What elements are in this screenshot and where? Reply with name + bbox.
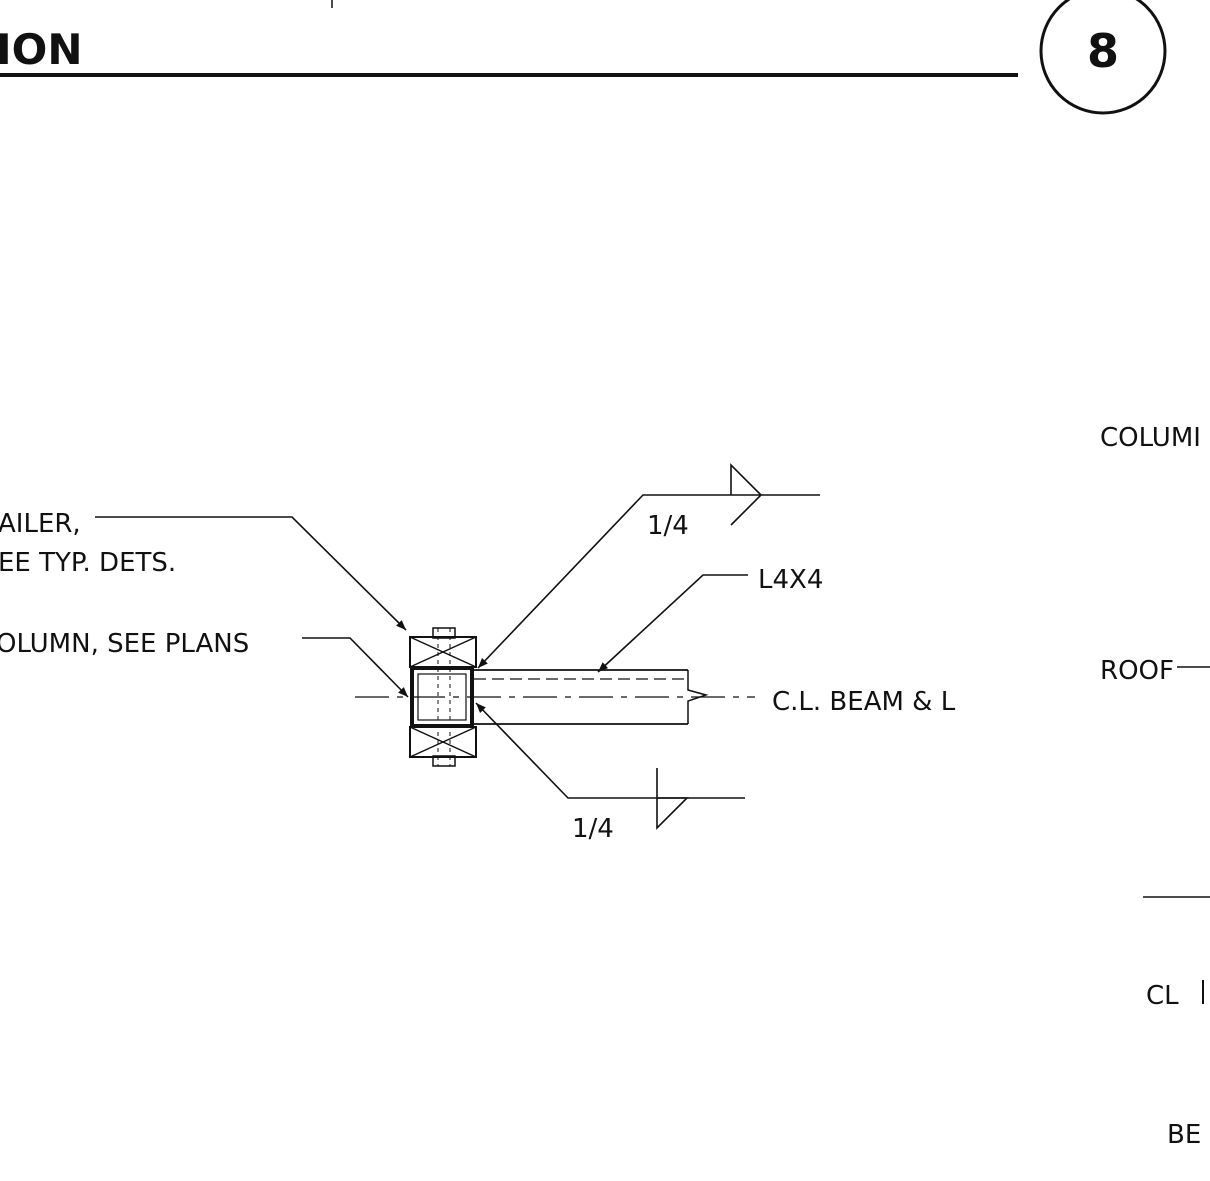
break-line bbox=[687, 670, 709, 724]
right-roof-label: ROOF bbox=[1100, 656, 1174, 686]
angle-leader bbox=[597, 574, 748, 673]
detail-number-bubble bbox=[1039, 0, 1167, 115]
column-label: OLUMN, SEE PLANS bbox=[0, 629, 249, 659]
nailer-label-line2: EE TYP. DETS. bbox=[0, 548, 176, 578]
column-leader bbox=[302, 637, 409, 698]
nailer-label-line1: AILER, bbox=[0, 509, 81, 539]
column-section bbox=[409, 627, 477, 767]
centerline-label: C.L. BEAM & L bbox=[772, 687, 956, 717]
weld-size-top: 1/4 bbox=[647, 511, 689, 541]
weld-size-bottom: 1/4 bbox=[572, 814, 614, 844]
right-cl-label: CL bbox=[1146, 981, 1179, 1011]
detail-number: 8 bbox=[1087, 24, 1119, 78]
weld-symbol-bottom bbox=[475, 702, 745, 830]
right-beam-label: BE bbox=[1167, 1120, 1201, 1150]
angle-l4x4 bbox=[474, 669, 709, 725]
right-column-label: COLUMI bbox=[1100, 423, 1201, 453]
weld-symbol-top bbox=[477, 463, 820, 669]
angle-label: L4X4 bbox=[758, 565, 823, 595]
nailer-leader bbox=[95, 516, 407, 631]
detail-title: ION bbox=[0, 25, 82, 74]
